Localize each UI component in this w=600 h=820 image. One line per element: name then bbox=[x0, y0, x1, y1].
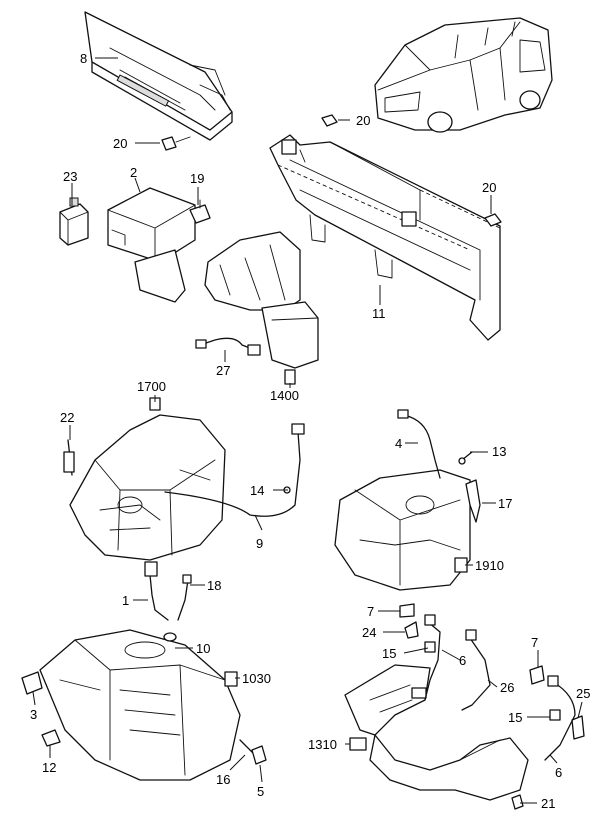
automatic-transaxle-icon[interactable] bbox=[334, 469, 471, 591]
oxygen-sensor-26-icon[interactable] bbox=[461, 629, 491, 711]
mounting-bracket-icon[interactable] bbox=[269, 134, 501, 341]
label-16: 16 bbox=[216, 772, 230, 787]
control-module-2-icon[interactable] bbox=[107, 187, 196, 303]
label-26: 26 bbox=[500, 680, 514, 695]
nut-20c-icon[interactable] bbox=[484, 213, 502, 227]
label-15b: 15 bbox=[508, 710, 522, 725]
bracket-24-icon[interactable] bbox=[404, 621, 419, 639]
ecu-module-icon[interactable] bbox=[84, 11, 233, 141]
label-1: 1 bbox=[122, 593, 129, 608]
callout-labels: 8 20 20 23 2 19 20 11 27 1400 1700 22 14… bbox=[30, 51, 590, 811]
label-25: 25 bbox=[576, 686, 590, 701]
sensor-3-icon[interactable] bbox=[21, 671, 43, 695]
label-23: 23 bbox=[63, 169, 77, 184]
bolt-13-icon[interactable] bbox=[458, 451, 473, 465]
clip-7b-icon[interactable] bbox=[529, 665, 545, 685]
sensor-22-icon[interactable] bbox=[63, 439, 75, 476]
sensor-1-icon[interactable] bbox=[144, 561, 169, 621]
washer-10-icon[interactable] bbox=[163, 632, 177, 642]
exhaust-manifold-icon[interactable] bbox=[344, 664, 529, 810]
label-7a: 7 bbox=[367, 604, 374, 619]
label-20a: 20 bbox=[113, 136, 127, 151]
label-6b: 6 bbox=[555, 765, 562, 780]
minivan-icon bbox=[374, 17, 553, 133]
bracket-25-icon[interactable] bbox=[571, 715, 585, 740]
actuator-assembly-icon[interactable] bbox=[204, 231, 319, 385]
label-3: 3 bbox=[30, 707, 37, 722]
label-10: 10 bbox=[196, 641, 210, 656]
label-7b: 7 bbox=[531, 635, 538, 650]
sensor-18-icon[interactable] bbox=[177, 574, 192, 621]
v6-engine-icon[interactable] bbox=[39, 629, 241, 781]
label-11: 11 bbox=[372, 306, 386, 321]
label-1400: 1400 bbox=[270, 388, 299, 403]
clip-7a-icon[interactable] bbox=[399, 603, 415, 618]
label-5: 5 bbox=[257, 784, 264, 799]
label-27: 27 bbox=[216, 363, 230, 378]
label-1310: 1310 bbox=[308, 737, 337, 752]
screw-19-icon[interactable] bbox=[189, 199, 211, 224]
label-17: 17 bbox=[498, 496, 512, 511]
label-9: 9 bbox=[256, 536, 263, 551]
oxygen-sensor-6b-icon[interactable] bbox=[544, 675, 576, 761]
label-24: 24 bbox=[362, 625, 376, 640]
relay-icon[interactable] bbox=[59, 197, 89, 246]
sensor-27-icon[interactable] bbox=[195, 337, 261, 356]
label-21: 21 bbox=[541, 796, 555, 811]
nut-20b-icon[interactable] bbox=[321, 114, 338, 127]
label-20c: 20 bbox=[482, 180, 496, 195]
label-6a: 6 bbox=[459, 653, 466, 668]
label-19: 19 bbox=[190, 171, 204, 186]
label-12: 12 bbox=[42, 760, 56, 775]
strap-17-icon[interactable] bbox=[465, 479, 481, 523]
label-4: 4 bbox=[395, 436, 402, 451]
label-15a: 15 bbox=[382, 646, 396, 661]
speed-sensor-cable-9-icon[interactable] bbox=[164, 423, 305, 517]
label-8: 8 bbox=[80, 51, 87, 66]
label-14: 14 bbox=[250, 483, 264, 498]
leader-lines bbox=[32, 57, 583, 804]
label-1910: 1910 bbox=[475, 558, 504, 573]
label-20b: 20 bbox=[356, 113, 370, 128]
label-2: 2 bbox=[130, 165, 137, 180]
label-22: 22 bbox=[60, 410, 74, 425]
sensor-5-icon[interactable] bbox=[239, 739, 267, 765]
sensor-12-icon[interactable] bbox=[41, 729, 61, 747]
screw-20a-icon[interactable] bbox=[161, 136, 191, 151]
sensor-4-icon[interactable] bbox=[397, 409, 441, 479]
label-1030: 1030 bbox=[242, 671, 271, 686]
label-13: 13 bbox=[492, 444, 506, 459]
label-18: 18 bbox=[207, 578, 221, 593]
transaxle-icon[interactable] bbox=[69, 397, 226, 561]
oxygen-sensor-6a-icon[interactable] bbox=[424, 614, 441, 701]
label-1700: 1700 bbox=[137, 379, 166, 394]
